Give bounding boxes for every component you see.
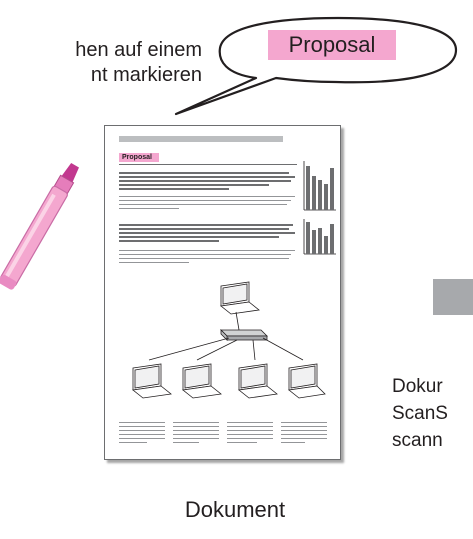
document-footer-column-3 [227,422,273,446]
bar-chart-thumbnail-icon [303,219,336,255]
instruction-text: hen auf einem nt markieren [0,38,202,88]
document-paragraph-4 [119,250,297,266]
document-footer-column-1 [119,422,165,446]
document-paragraph-2 [119,196,297,212]
bubble-highlighted-word: Proposal [268,30,396,60]
scan-description-line-3: scann [392,430,443,451]
document-title-highlight [119,153,159,162]
scan-description-text: Dokur ScanS scann [392,373,448,454]
network-diagram [132,281,326,399]
instruction-line-1: hen auf einem [75,39,202,61]
laptop-icon [182,363,222,399]
document-caption: Dokument [184,497,286,522]
scan-description-line-2: ScanS [392,403,448,424]
document-title: Proposal [122,154,152,161]
laptop-icon [220,281,260,315]
document-footer-column-4 [281,422,327,446]
network-switch-icon [220,329,268,341]
laptop-icon [132,363,172,399]
document-footer-column-2 [173,422,219,446]
document-header-bar [119,136,283,142]
laptop-icon [238,363,278,399]
document-paragraph-3 [119,224,297,244]
speech-bubble: Proposal [174,16,460,116]
instruction-line-2: nt markieren [90,64,202,86]
scan-description-line-1: Dokur [392,376,443,397]
document-page: Proposal [104,125,341,460]
laptop-icon [288,363,326,399]
highlighter-marker-icon [0,163,79,290]
process-arrow-shape [433,279,473,315]
document-title-rule [119,164,297,165]
document-paragraph-1 [119,172,297,192]
bar-chart-thumbnail-icon [303,161,336,211]
